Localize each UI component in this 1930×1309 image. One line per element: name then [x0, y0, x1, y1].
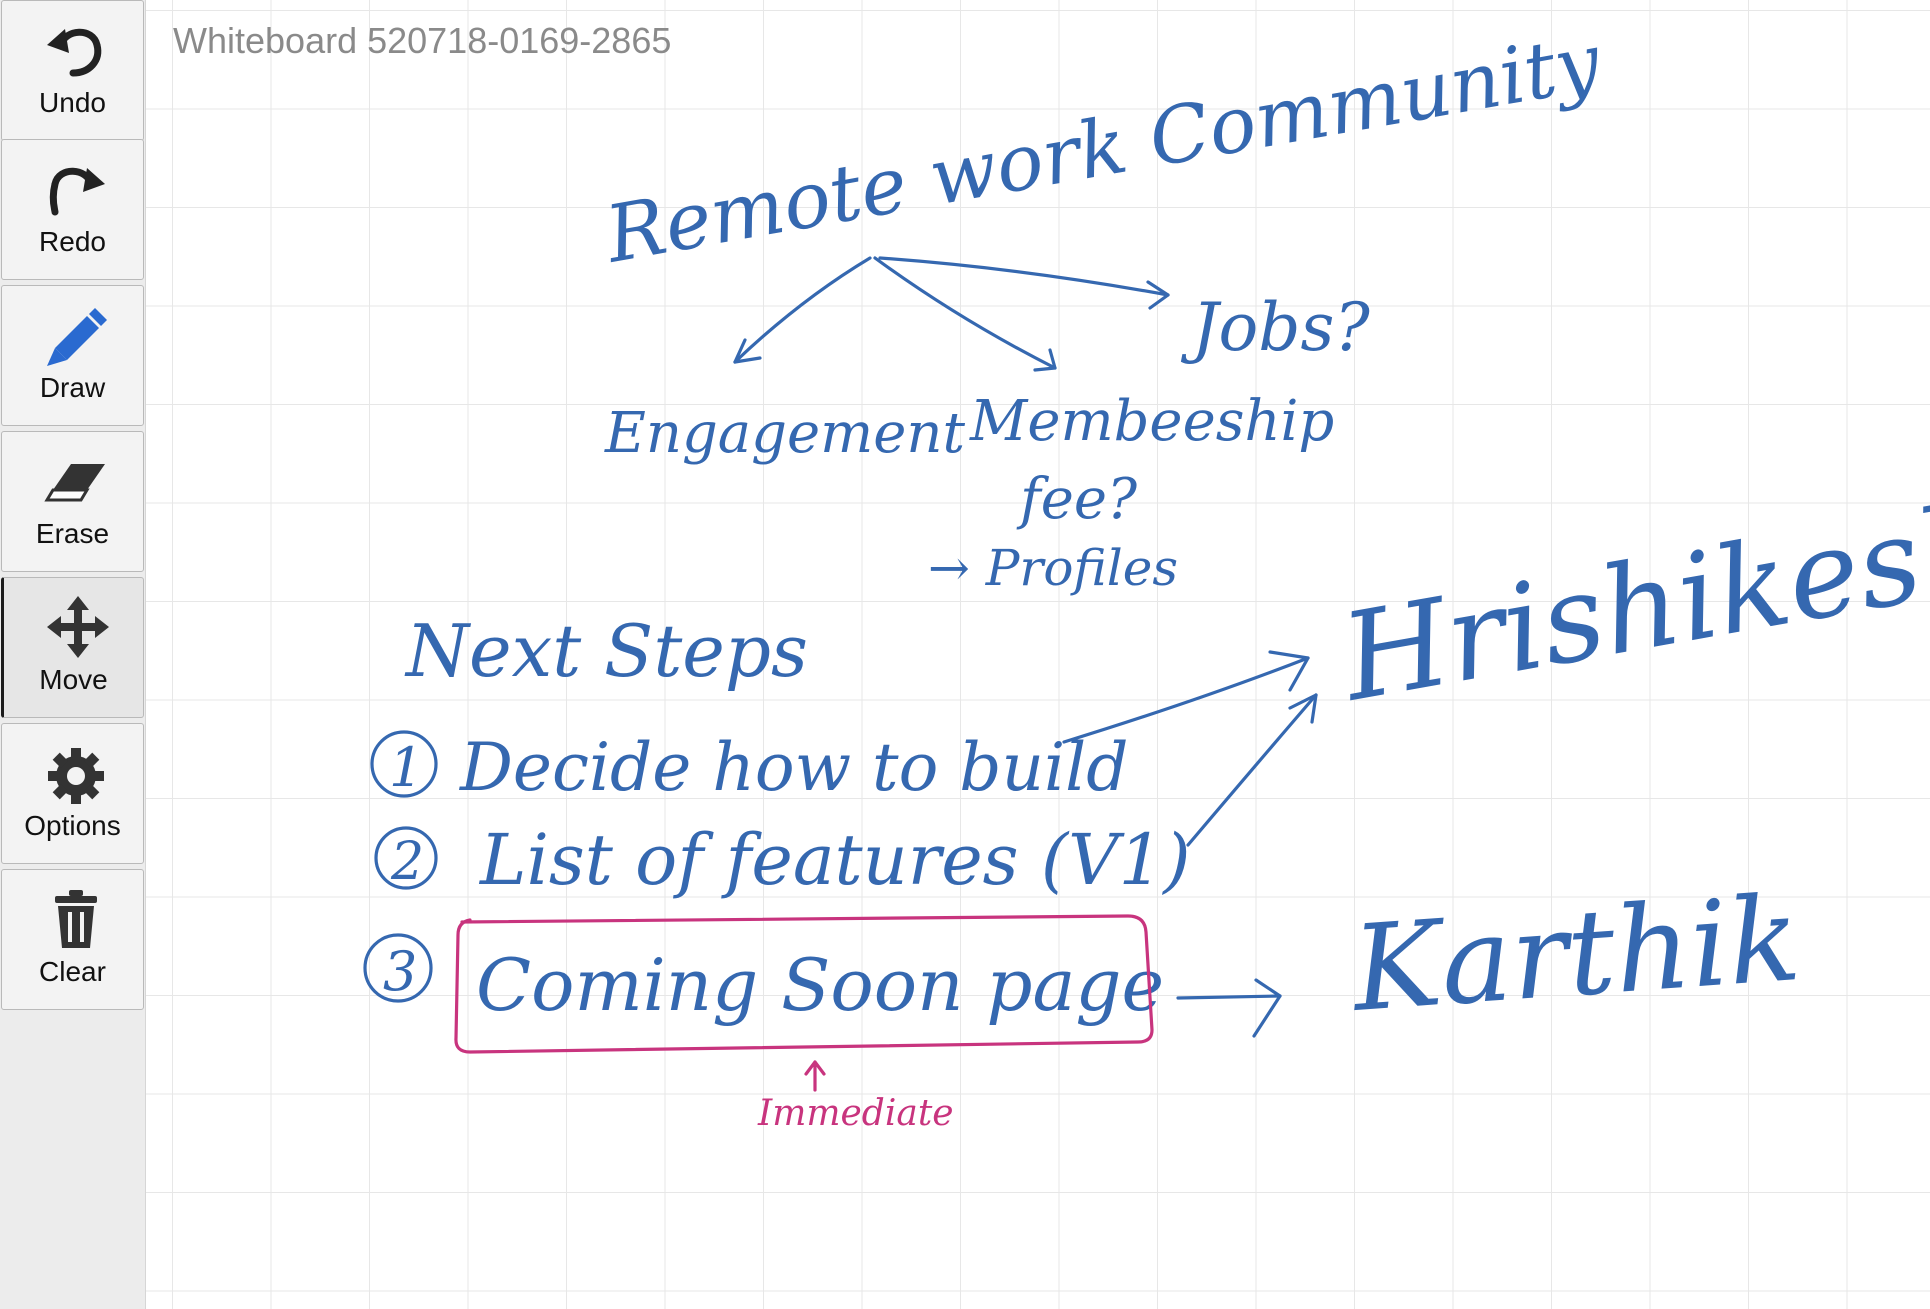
clear-label: Clear — [39, 956, 106, 987]
move-button[interactable]: Move — [1, 577, 144, 718]
board-title: Whiteboard 520718-0169-2865 — [173, 20, 672, 61]
move-icon — [47, 596, 109, 658]
redo-button[interactable]: Redo — [1, 139, 144, 280]
toolbar: Undo Redo Draw Erase Move — [0, 0, 146, 1309]
draw-label: Draw — [39, 372, 106, 403]
redo-icon — [49, 167, 105, 216]
clear-button[interactable]: Clear — [1, 869, 144, 1010]
whiteboard-canvas[interactable] — [146, 0, 1930, 1309]
gear-icon — [48, 748, 104, 804]
options-button[interactable]: Options — [1, 723, 144, 864]
options-label: Options — [24, 810, 121, 841]
erase-button[interactable]: Erase — [1, 431, 144, 572]
pencil-icon — [47, 308, 107, 366]
eraser-icon — [44, 464, 105, 502]
move-label: Move — [39, 664, 108, 695]
redo-label: Redo — [39, 226, 106, 257]
undo-icon — [47, 28, 102, 77]
undo-button[interactable]: Undo — [1, 0, 144, 141]
erase-label: Erase — [35, 518, 110, 549]
trash-icon — [55, 890, 97, 948]
undo-label: Undo — [39, 87, 106, 118]
draw-button[interactable]: Draw — [1, 285, 144, 426]
